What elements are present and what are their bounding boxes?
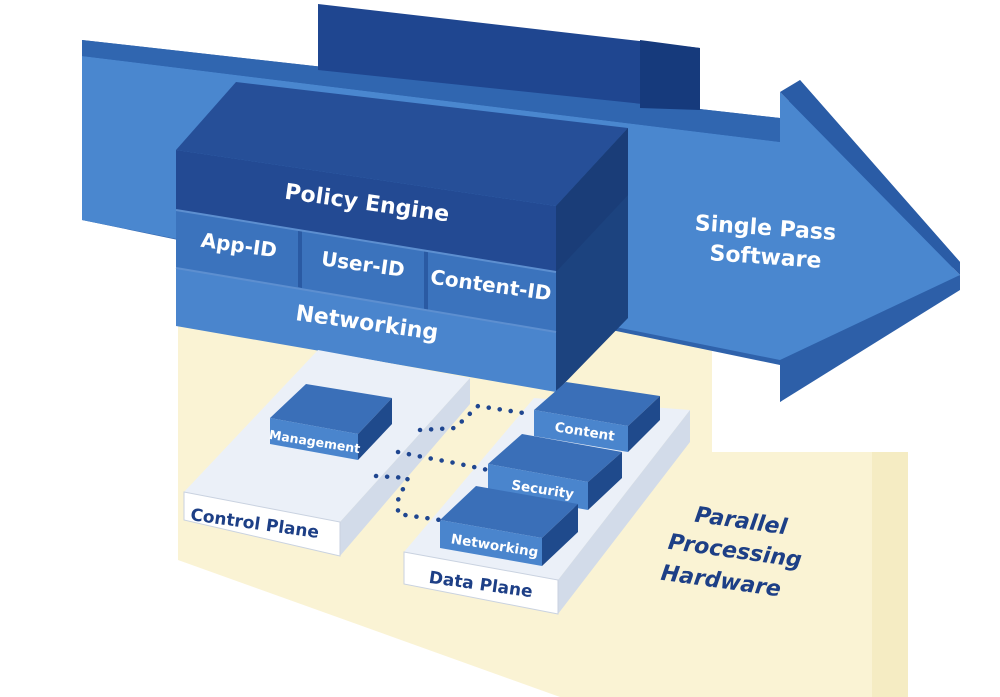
back-software-slab — [318, 4, 700, 110]
software-stack: Policy Engine App-ID User-ID Content-ID … — [175, 82, 628, 392]
connector-management-networking — [373, 473, 443, 523]
networking-chip: Networking — [440, 486, 578, 566]
dotted-connectors — [373, 403, 533, 523]
management-chip: Management — [268, 384, 392, 460]
security-chip: Security — [488, 434, 622, 510]
content-chip: Content — [534, 382, 660, 452]
